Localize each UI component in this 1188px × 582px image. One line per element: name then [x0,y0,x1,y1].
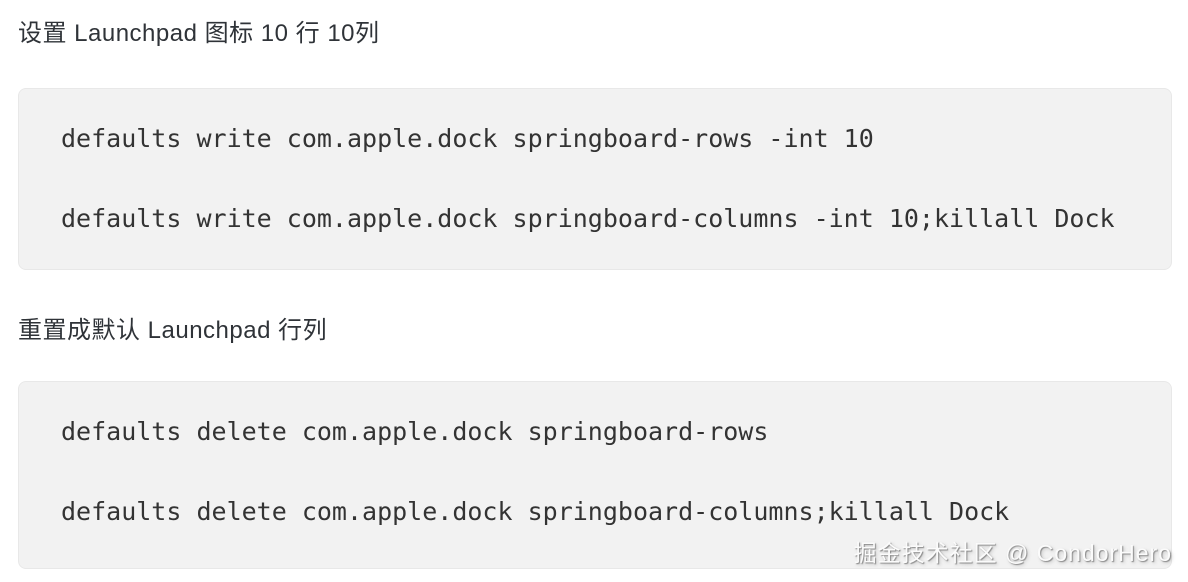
code-block-set-launchpad: defaults write com.apple.dock springboar… [18,88,1172,270]
code-block-reset-launchpad: defaults delete com.apple.dock springboa… [18,381,1172,569]
code-line-springboard-columns-delete: defaults delete com.apple.dock springboa… [61,497,1010,526]
code-line-springboard-rows-write: defaults write com.apple.dock springboar… [61,124,874,153]
code-line-springboard-rows-delete: defaults delete com.apple.dock springboa… [61,417,769,446]
code-content: defaults delete com.apple.dock springboa… [61,392,1141,552]
code-content: defaults write com.apple.dock springboar… [61,99,1141,259]
code-line-springboard-columns-write: defaults write com.apple.dock springboar… [61,204,1115,233]
section-heading-set-launchpad: 设置 Launchpad 图标 10 行 10列 [18,20,380,47]
section-heading-reset-launchpad: 重置成默认 Launchpad 行列 [18,317,328,344]
